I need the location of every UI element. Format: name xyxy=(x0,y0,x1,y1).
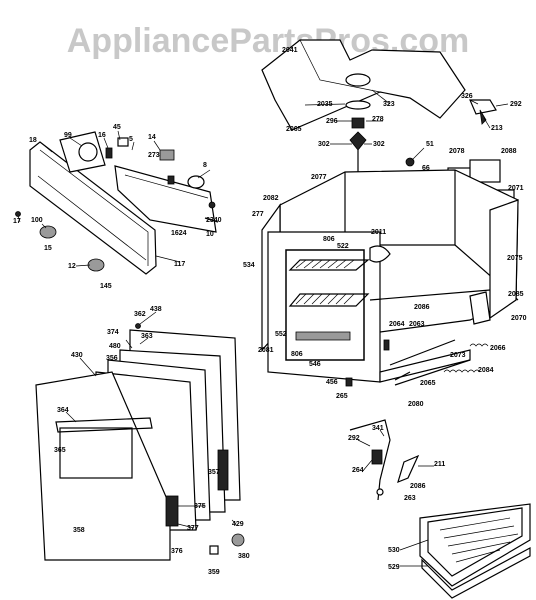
label-2340: 2340 xyxy=(206,217,222,224)
control-panel-assembly xyxy=(15,131,219,275)
leader-lines xyxy=(17,89,509,567)
label-2078: 2078 xyxy=(449,148,465,155)
burner-igniter-assembly xyxy=(349,419,420,501)
label-375: 375 xyxy=(194,503,206,510)
label-2086b: 2086 xyxy=(410,483,426,490)
label-2071: 2071 xyxy=(508,185,524,192)
label-206: 2066 xyxy=(490,345,506,352)
label-66: 66 xyxy=(422,165,430,172)
label-326: 326 xyxy=(461,93,473,100)
label-2086: 2086 xyxy=(414,304,430,311)
label-17: 17 xyxy=(13,218,21,225)
label-1624: 1624 xyxy=(171,230,187,237)
oven-door-assembly xyxy=(35,323,245,561)
label-365: 365 xyxy=(54,447,66,454)
label-323: 323 xyxy=(383,101,395,108)
label-5: 5 xyxy=(129,136,133,143)
label-2085: 2085 xyxy=(508,291,524,298)
label-806a: 806 xyxy=(323,236,335,243)
label-2070: 2070 xyxy=(511,315,527,322)
label-302a: 302 xyxy=(318,141,330,148)
label-546: 546 xyxy=(309,361,321,368)
label-2065b: 2065 xyxy=(420,380,436,387)
label-2065: 2065 xyxy=(286,126,302,133)
label-296: 296 xyxy=(326,118,338,125)
label-2063: 2063 xyxy=(409,321,425,328)
label-2075: 2075 xyxy=(507,255,523,262)
label-2088: 2088 xyxy=(501,148,517,155)
label-292b: 292 xyxy=(348,435,360,442)
label-2082: 2082 xyxy=(263,195,279,202)
broiler-pan xyxy=(419,503,531,599)
label-456: 456 xyxy=(326,379,338,386)
label-376: 376 xyxy=(171,548,183,555)
label-265: 265 xyxy=(336,393,348,400)
label-359: 359 xyxy=(208,569,220,576)
label-213: 213 xyxy=(491,125,503,132)
label-16: 16 xyxy=(98,132,106,139)
label-363: 363 xyxy=(141,333,153,340)
label-341: 341 xyxy=(372,425,384,432)
label-2064: 2064 xyxy=(389,321,405,328)
oven-cabinet-assembly xyxy=(261,169,519,387)
label-2084: 2084 xyxy=(478,367,494,374)
label-380: 380 xyxy=(238,553,250,560)
label-374: 374 xyxy=(107,329,119,336)
label-278: 278 xyxy=(372,116,384,123)
label-10: 10 xyxy=(206,231,214,238)
label-522: 522 xyxy=(337,243,349,250)
label-302b: 302 xyxy=(373,141,385,148)
label-357: 357 xyxy=(208,469,220,476)
label-2080: 2080 xyxy=(408,401,424,408)
label-51: 51 xyxy=(426,141,434,148)
label-429: 429 xyxy=(232,521,244,528)
control-knob-large xyxy=(39,225,57,239)
label-211: 211 xyxy=(434,461,445,468)
label-12: 12 xyxy=(68,263,76,270)
label-377: 377 xyxy=(187,525,199,532)
label-18: 18 xyxy=(29,137,37,144)
label-2077: 2077 xyxy=(311,174,327,181)
label-8: 8 xyxy=(203,162,207,169)
label-480: 480 xyxy=(109,343,121,350)
label-117: 117 xyxy=(174,261,185,268)
label-529: 529 xyxy=(388,564,400,571)
label-2041: 2041 xyxy=(282,47,298,54)
label-45: 45 xyxy=(113,124,121,131)
oven-rack-upper xyxy=(288,259,370,271)
label-145: 145 xyxy=(100,283,112,290)
label-277: 277 xyxy=(252,211,264,218)
label-358: 358 xyxy=(73,527,85,534)
label-2011: 2011 xyxy=(371,229,386,236)
label-356: 356 xyxy=(106,355,118,362)
label-364: 364 xyxy=(57,407,69,414)
label-100: 100 xyxy=(31,217,43,224)
label-806b: 806 xyxy=(291,351,303,358)
oven-rack-lower xyxy=(288,293,370,307)
label-2073: 2073 xyxy=(450,352,466,359)
label-530: 530 xyxy=(388,547,400,554)
control-knob-small xyxy=(87,258,105,272)
label-2081: 2081 xyxy=(258,347,274,354)
label-15: 15 xyxy=(44,245,52,252)
label-430: 430 xyxy=(71,352,83,359)
label-292a: 292 xyxy=(510,101,522,108)
label-362: 362 xyxy=(134,311,146,318)
label-264: 264 xyxy=(352,467,364,474)
label-438: 438 xyxy=(150,306,162,313)
label-263: 263 xyxy=(404,495,416,502)
label-99: 99 xyxy=(64,132,72,139)
label-273: 273 xyxy=(148,152,160,159)
label-14: 14 xyxy=(148,134,156,141)
label-534: 534 xyxy=(243,262,255,269)
label-552: 552 xyxy=(275,331,287,338)
